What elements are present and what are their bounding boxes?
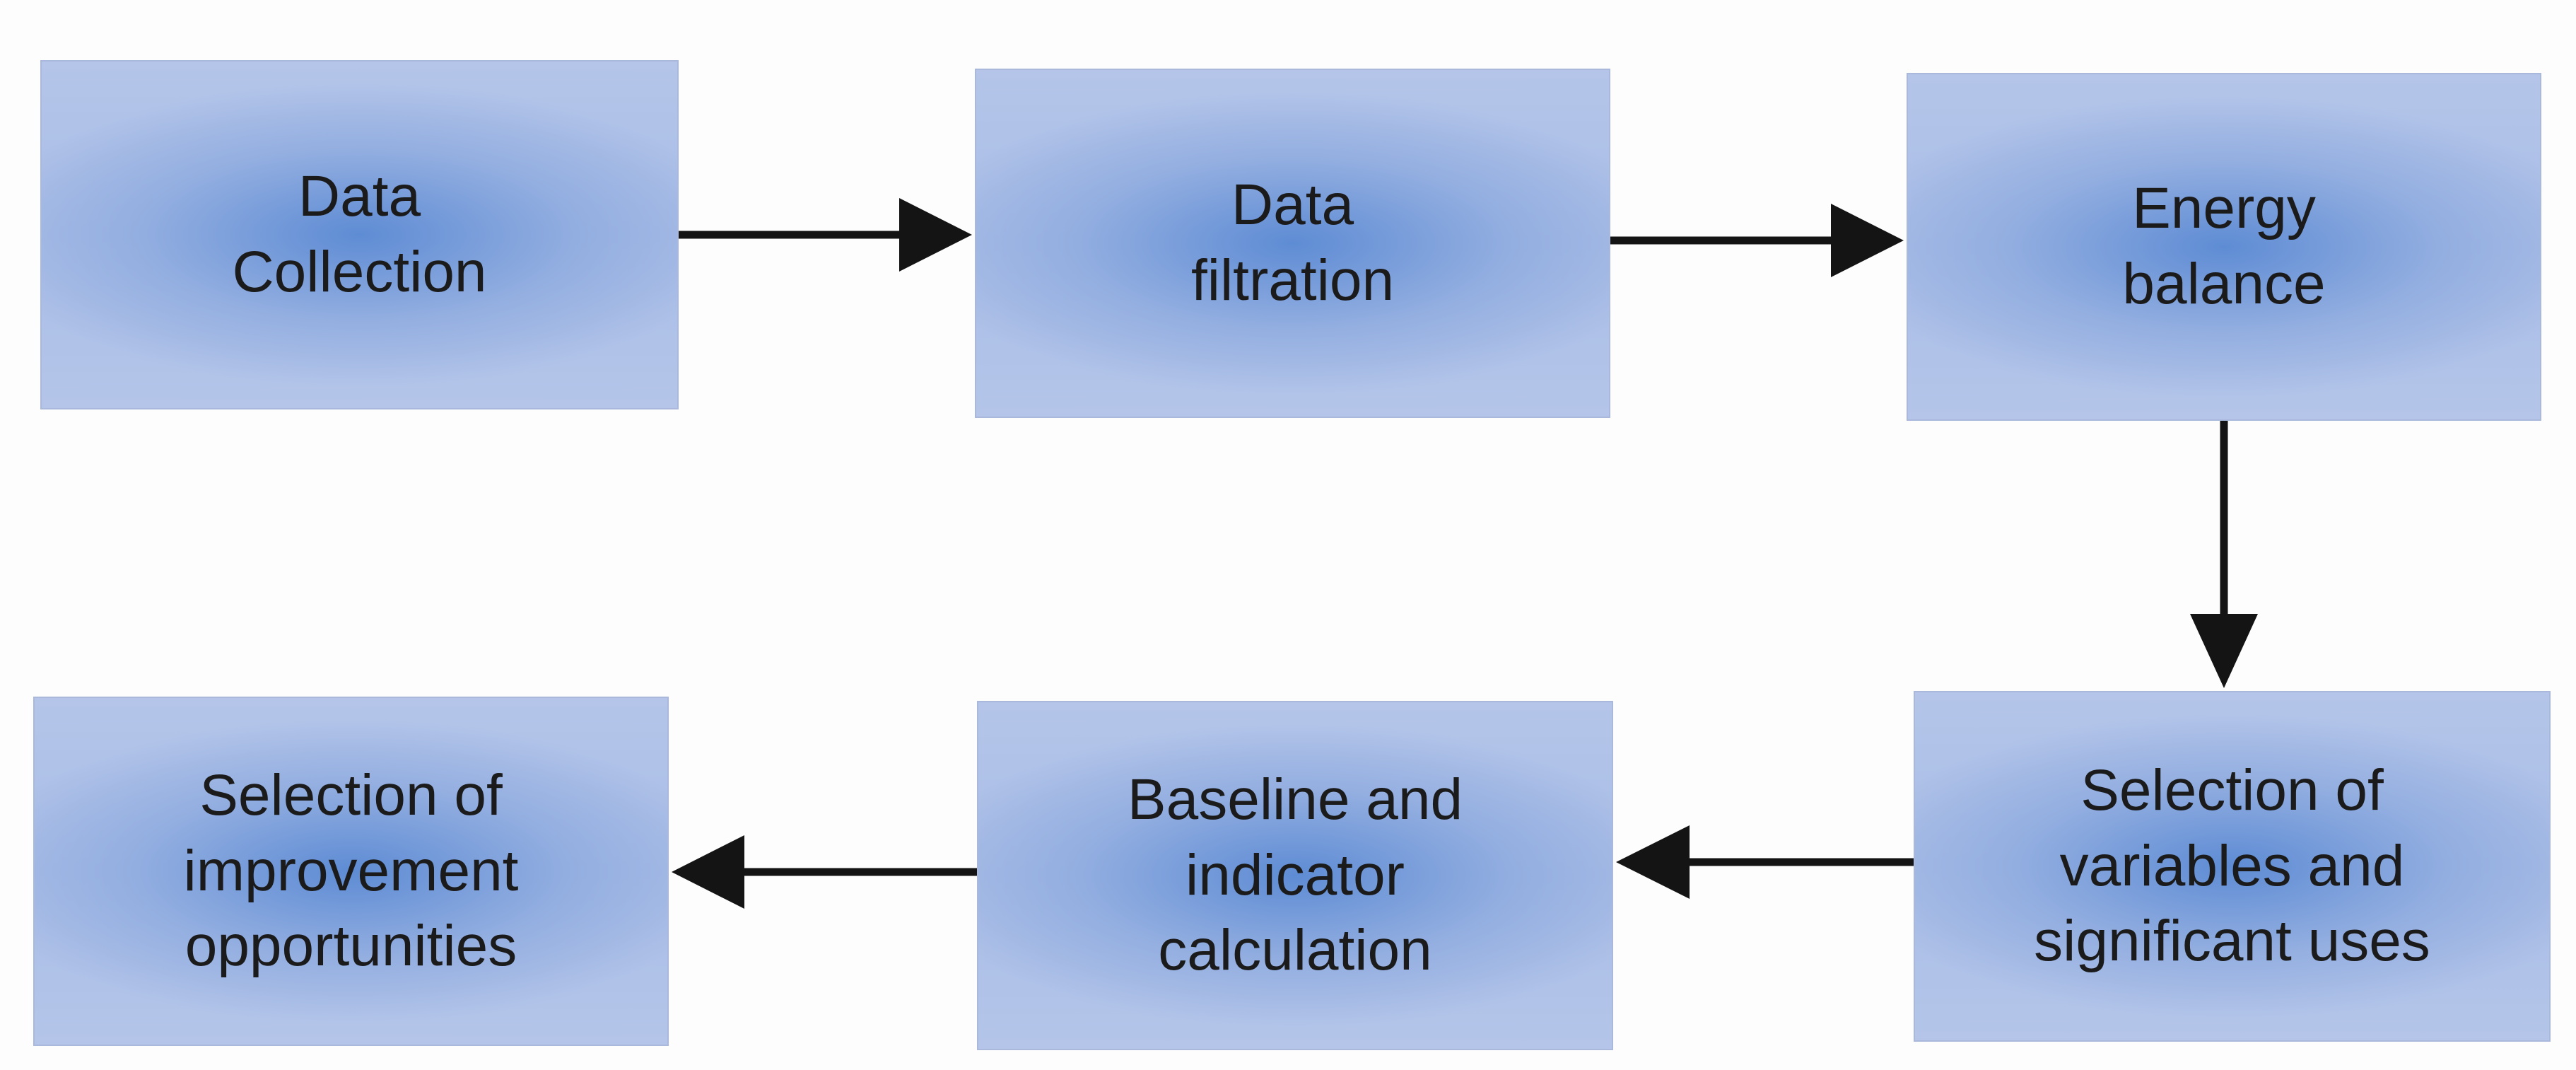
- arrow-filtration-to-energy-balance: [1610, 204, 1904, 277]
- arrow-collection-to-filtration: [679, 198, 972, 272]
- step-energy-balance: Energy balance: [1907, 73, 2541, 421]
- step-data-filtration: Data filtration: [975, 69, 1610, 418]
- arrow-energy-balance-to-selection-variables: [2190, 421, 2258, 688]
- step-selection-opportunities: Selection of improvement opportunities: [33, 697, 669, 1046]
- step-selection-variables: Selection of variables and significant u…: [1914, 691, 2551, 1042]
- step-label: Selection of variables and significant u…: [2034, 758, 2430, 974]
- step-label: Data filtration: [1190, 173, 1395, 313]
- step-label: Selection of improvement opportunities: [183, 763, 519, 979]
- arrow-baseline-to-opportunities: [672, 835, 977, 909]
- step-label: Data Collection: [232, 164, 487, 304]
- step-baseline-indicator: Baseline and indicator calculation: [977, 701, 1613, 1050]
- step-label: Baseline and indicator calculation: [1127, 767, 1463, 983]
- step-label: Energy balance: [2122, 176, 2326, 316]
- step-data-collection: Data Collection: [40, 60, 679, 409]
- arrow-selection-variables-to-baseline: [1616, 825, 1914, 899]
